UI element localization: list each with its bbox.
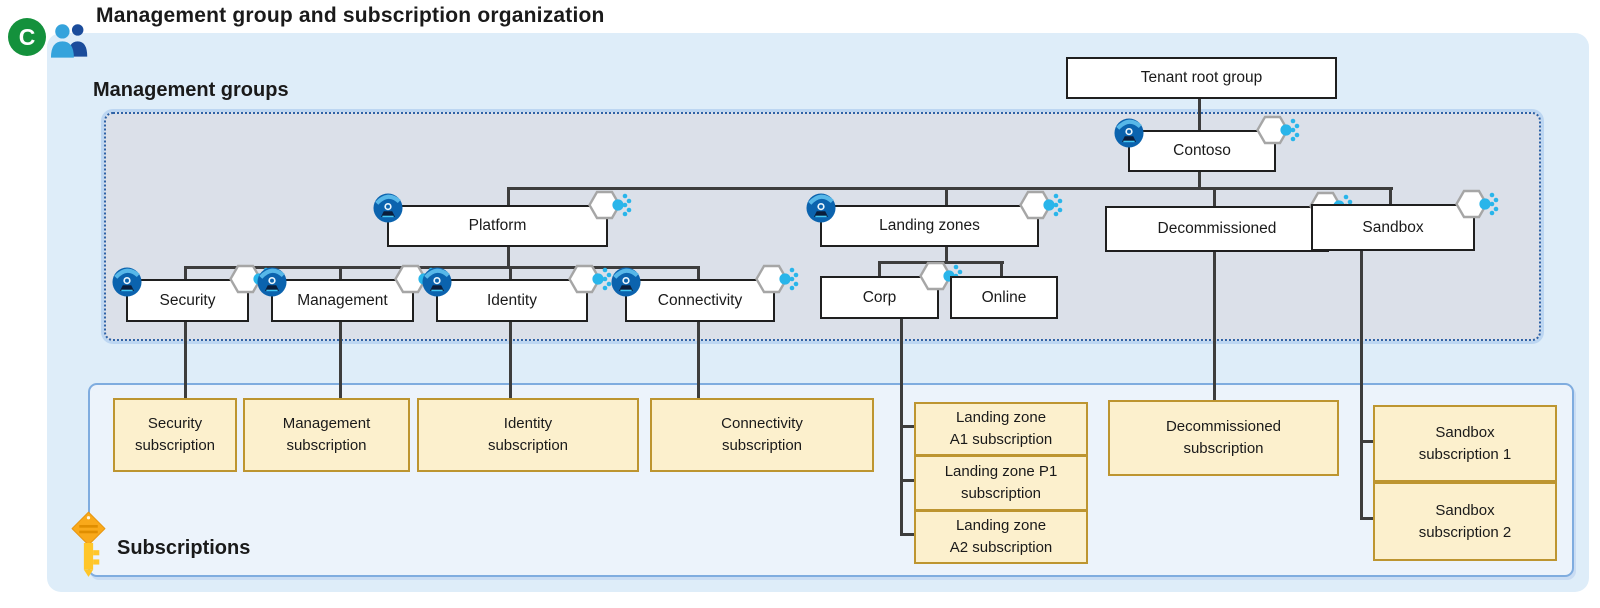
mg-node-security: Security: [126, 279, 249, 322]
subscription-box-landing-zone-p1: Landing zone P1 subscription: [914, 455, 1088, 511]
policy-icon: [1451, 187, 1499, 225]
connector-line: [507, 187, 510, 205]
mg-node-decommissioned: Decommissioned: [1105, 206, 1329, 252]
connector-line: [900, 533, 914, 536]
mg-node-corp: Corp: [820, 276, 939, 319]
node-label: Tenant root group: [1140, 69, 1263, 86]
subscription-box-landing-zone-a2: Landing zone A2 subscription: [914, 510, 1088, 564]
connector-line: [1389, 187, 1392, 204]
management-group-icon: [806, 193, 836, 223]
connector-line: [507, 243, 510, 269]
policy-icon: [584, 188, 632, 226]
management-group-icon: [373, 193, 403, 223]
mg-node-sandbox: Sandbox: [1311, 204, 1475, 251]
subscription-box-security: Security subscription: [113, 398, 237, 472]
policy-icon: [751, 262, 799, 300]
node-label: Decommissioned: [1157, 220, 1277, 237]
connector-line: [697, 266, 700, 398]
connector-line: [1000, 261, 1003, 276]
management-groups-label: Management groups: [93, 79, 289, 101]
node-label: Connectivity: [657, 291, 743, 309]
mg-node-connectivity: Connectivity: [625, 279, 775, 322]
subscription-box-identity: Identity subscription: [417, 398, 639, 472]
subscription-box-connectivity: Connectivity subscription: [650, 398, 874, 472]
management-group-icon: [257, 267, 287, 297]
connector-line: [1213, 187, 1216, 400]
connector-line: [900, 425, 914, 428]
management-group-icon: [112, 267, 142, 297]
node-label: Corp: [862, 288, 897, 306]
people-icon: [50, 21, 92, 58]
connector-line: [509, 266, 512, 398]
connector-line: [1198, 168, 1201, 189]
mg-node-management: Management: [271, 279, 414, 322]
subscription-box-sandbox-1: Sandbox subscription 1: [1373, 405, 1557, 482]
connector-line: [900, 479, 914, 482]
management-group-icon: [1114, 118, 1144, 148]
subscription-box-decommissioned: Decommissioned subscription: [1108, 400, 1339, 476]
connector-line: [945, 187, 948, 205]
node-label: Contoso: [1173, 142, 1231, 159]
subscription-box-landing-zone-a1: Landing zone A1 subscription: [914, 402, 1088, 456]
subscription-box-sandbox-2: Sandbox subscription 2: [1373, 482, 1557, 561]
mg-node-contoso: Contoso: [1128, 130, 1276, 172]
node-label: Platform: [468, 217, 527, 234]
subscriptions-label: Subscriptions: [117, 537, 251, 559]
node-label: Landing zones: [879, 217, 980, 234]
connector-line: [339, 266, 342, 398]
connector-line: [1198, 95, 1201, 130]
mg-node-tenant-root-group: Tenant root group: [1066, 57, 1337, 99]
node-label: Online: [981, 288, 1027, 306]
policy-icon: [1252, 113, 1300, 151]
connector-line: [184, 266, 187, 398]
connector-line: [1360, 517, 1373, 520]
connector-line: [878, 261, 881, 276]
management-group-icon: [611, 267, 641, 297]
connector-line: [945, 243, 948, 264]
mg-node-identity: Identity: [436, 279, 588, 322]
connector-line: [184, 266, 700, 269]
node-label: Security: [159, 291, 216, 309]
mg-node-platform: Platform: [387, 205, 608, 247]
connector-line: [1360, 440, 1373, 443]
node-label: Sandbox: [1362, 218, 1424, 236]
subscription-box-management: Management subscription: [243, 398, 410, 472]
connector-line: [1360, 247, 1363, 520]
page-title: Management group and subscription organi…: [96, 4, 605, 27]
subscription-key-icon: [70, 511, 107, 577]
connector-line: [507, 187, 1393, 190]
letter-c-badge: C: [8, 18, 46, 56]
mg-node-landing-zones: Landing zones: [820, 205, 1039, 247]
policy-icon: [1015, 188, 1063, 226]
policy-icon: [564, 262, 612, 300]
node-label: Management: [297, 291, 388, 309]
management-group-icon: [422, 267, 452, 297]
node-label: Identity: [487, 291, 537, 309]
mg-node-online: Online: [950, 276, 1058, 319]
